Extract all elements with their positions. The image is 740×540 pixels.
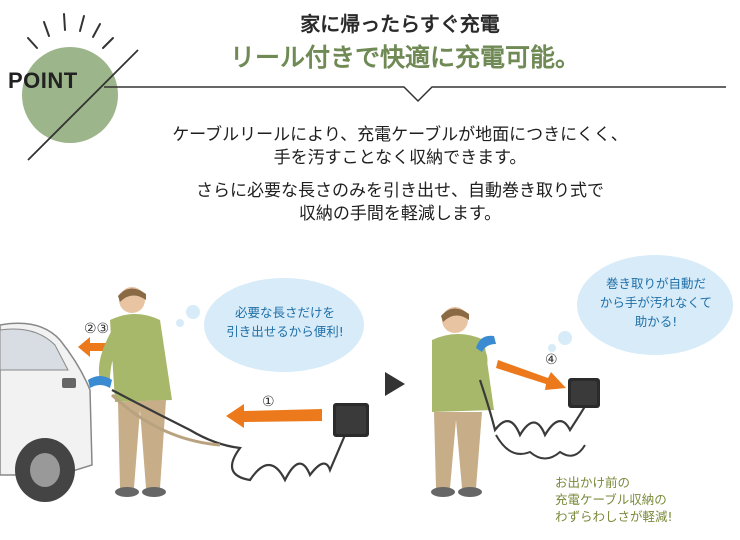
- step-1-label: ①: [262, 394, 275, 410]
- body-text-line-1: ケーブルリールにより、充電ケーブルが地面につきにくく、: [172, 125, 628, 145]
- title-line-2: リール付きで快適に充電可能。: [229, 43, 580, 72]
- left-speech-bubble: [176, 278, 364, 372]
- right-bubble-line-2: から手が汚れなくて: [599, 295, 713, 310]
- right-bubble-line-3: 助かる!: [634, 314, 678, 329]
- cable-reel-box-right: [568, 378, 600, 408]
- man-holding-plug: [431, 307, 494, 497]
- step-2-3-label: ②③: [84, 321, 110, 337]
- charging-plug-icon: [88, 376, 112, 388]
- right-bubble-line-1: 巻き取りが自動だ: [605, 276, 706, 291]
- badge-diagonal-line: [27, 49, 139, 161]
- caption-line-3: わずらわしさが軽減!: [555, 509, 673, 524]
- right-bubble-text: 巻き取りが自動だ から手が汚れなくて 助かる!: [578, 274, 734, 331]
- arrow-right-icon: [496, 360, 566, 390]
- header-divider-line: [104, 86, 726, 103]
- charging-cable-coils: [111, 389, 347, 483]
- coiled-cable: [478, 379, 591, 438]
- arrow-left-icon: [226, 404, 322, 428]
- caption-text: お出かけ前の 充電ケーブル収納の わずらわしさが軽減!: [555, 474, 673, 525]
- car-illustration: [0, 322, 93, 502]
- sun-rays-icon: [27, 13, 114, 49]
- left-bubble-line-1: 必要な長さだけを: [234, 305, 335, 320]
- caption-line-1: お出かけ前の: [555, 475, 631, 490]
- right-speech-bubble: [548, 255, 733, 355]
- cable-reel-box: [333, 403, 369, 437]
- point-badge-circle: [22, 47, 118, 143]
- body-text-line-2: 手を汚すことなく収納できます。: [273, 148, 527, 168]
- charging-plug-icon-right: [476, 335, 496, 352]
- body-text-line-4: 収納の手間を軽減します。: [298, 204, 502, 224]
- illustration: [0, 255, 733, 502]
- caption-line-2: 充電ケーブル収納の: [555, 492, 667, 507]
- header-graphics: [22, 13, 726, 161]
- body-text-line-3: さらに必要な長さのみを引き出せ、自動巻き取り式で: [196, 181, 604, 201]
- step-4-label: ④: [545, 352, 558, 368]
- title-line-1: 家に帰ったらすぐ充電: [300, 12, 500, 36]
- point-badge-label: POINT: [8, 68, 78, 93]
- man-pulling-cable: [98, 287, 172, 497]
- next-triangle-icon: [385, 372, 405, 396]
- left-bubble-text: 必要な長さだけを 引き出せるから便利!: [205, 303, 365, 341]
- left-bubble-line-2: 引き出せるから便利!: [226, 324, 344, 339]
